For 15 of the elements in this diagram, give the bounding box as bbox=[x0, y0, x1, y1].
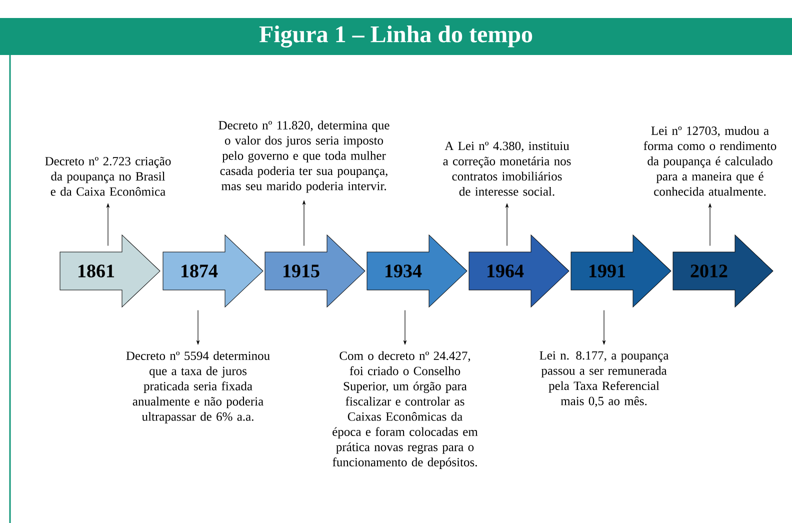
event-text: Lei n. 8.177, a poupança passou a ser remunerada pela Taxa Referencial mais 0,5 ao mês. bbox=[540, 351, 669, 408]
year-block: 1991 bbox=[570, 234, 672, 308]
title-banner: Figura 1 – Linha do tempo bbox=[0, 18, 792, 55]
year-block: 1934 bbox=[366, 234, 468, 308]
event-text: Decreto nº 11.820, determina que o valor dos juros seria imposto pelo governo e que toda mulher casada poderia ter sua poupança, mas seu marido poderia intervir. bbox=[218, 120, 390, 193]
event-text: Com o decreto nº 24.427, foi criado o Conselho Superior, um órgão para fiscalizar e controlar as Caixas Econômicas da época e foram colocadas em prática novas regras para o funcionamento de depósitos. bbox=[332, 351, 478, 469]
year-block: 2012 bbox=[672, 234, 774, 308]
year-block: 1964 bbox=[468, 234, 570, 308]
event-text: Lei nº 12703, mudou a forma como o rendimento da poupança é calculado para a maneira que é conhecida atualmente. bbox=[644, 126, 776, 196]
event-text: Decreto nº 5594 determinou que a taxa de juros praticada seria fixada anualmente e não poderia ultrapassar de 6% a.a. bbox=[126, 351, 270, 424]
year-block: 1874 bbox=[162, 234, 264, 308]
year-block: 1861 bbox=[60, 234, 160, 308]
event-text: Decreto nº 2.723 criação da poupança no Brasil e da Caixa Econômica bbox=[45, 156, 171, 196]
event-text: A Lei nº 4.380, instituiu a correção monetária nos contratos imobiliários de interesse social. bbox=[443, 142, 571, 196]
year-block: 1915 bbox=[264, 234, 366, 308]
